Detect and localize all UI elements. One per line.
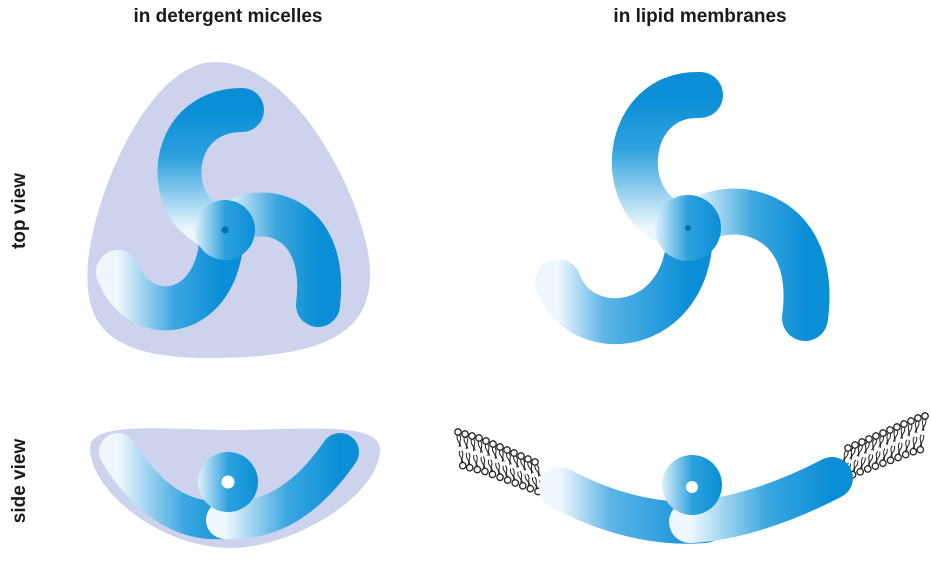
micelle-top-view xyxy=(87,62,370,358)
membrane-side-hub-pore xyxy=(686,481,698,493)
side-hub-pore xyxy=(222,476,235,489)
membrane-top-view xyxy=(558,95,807,321)
lipid-bilayer-left xyxy=(454,428,549,498)
hub-pore xyxy=(222,227,229,234)
micelle-side-view xyxy=(90,428,380,548)
hub-pore-membrane xyxy=(685,225,691,231)
membrane-side-view xyxy=(454,412,928,522)
